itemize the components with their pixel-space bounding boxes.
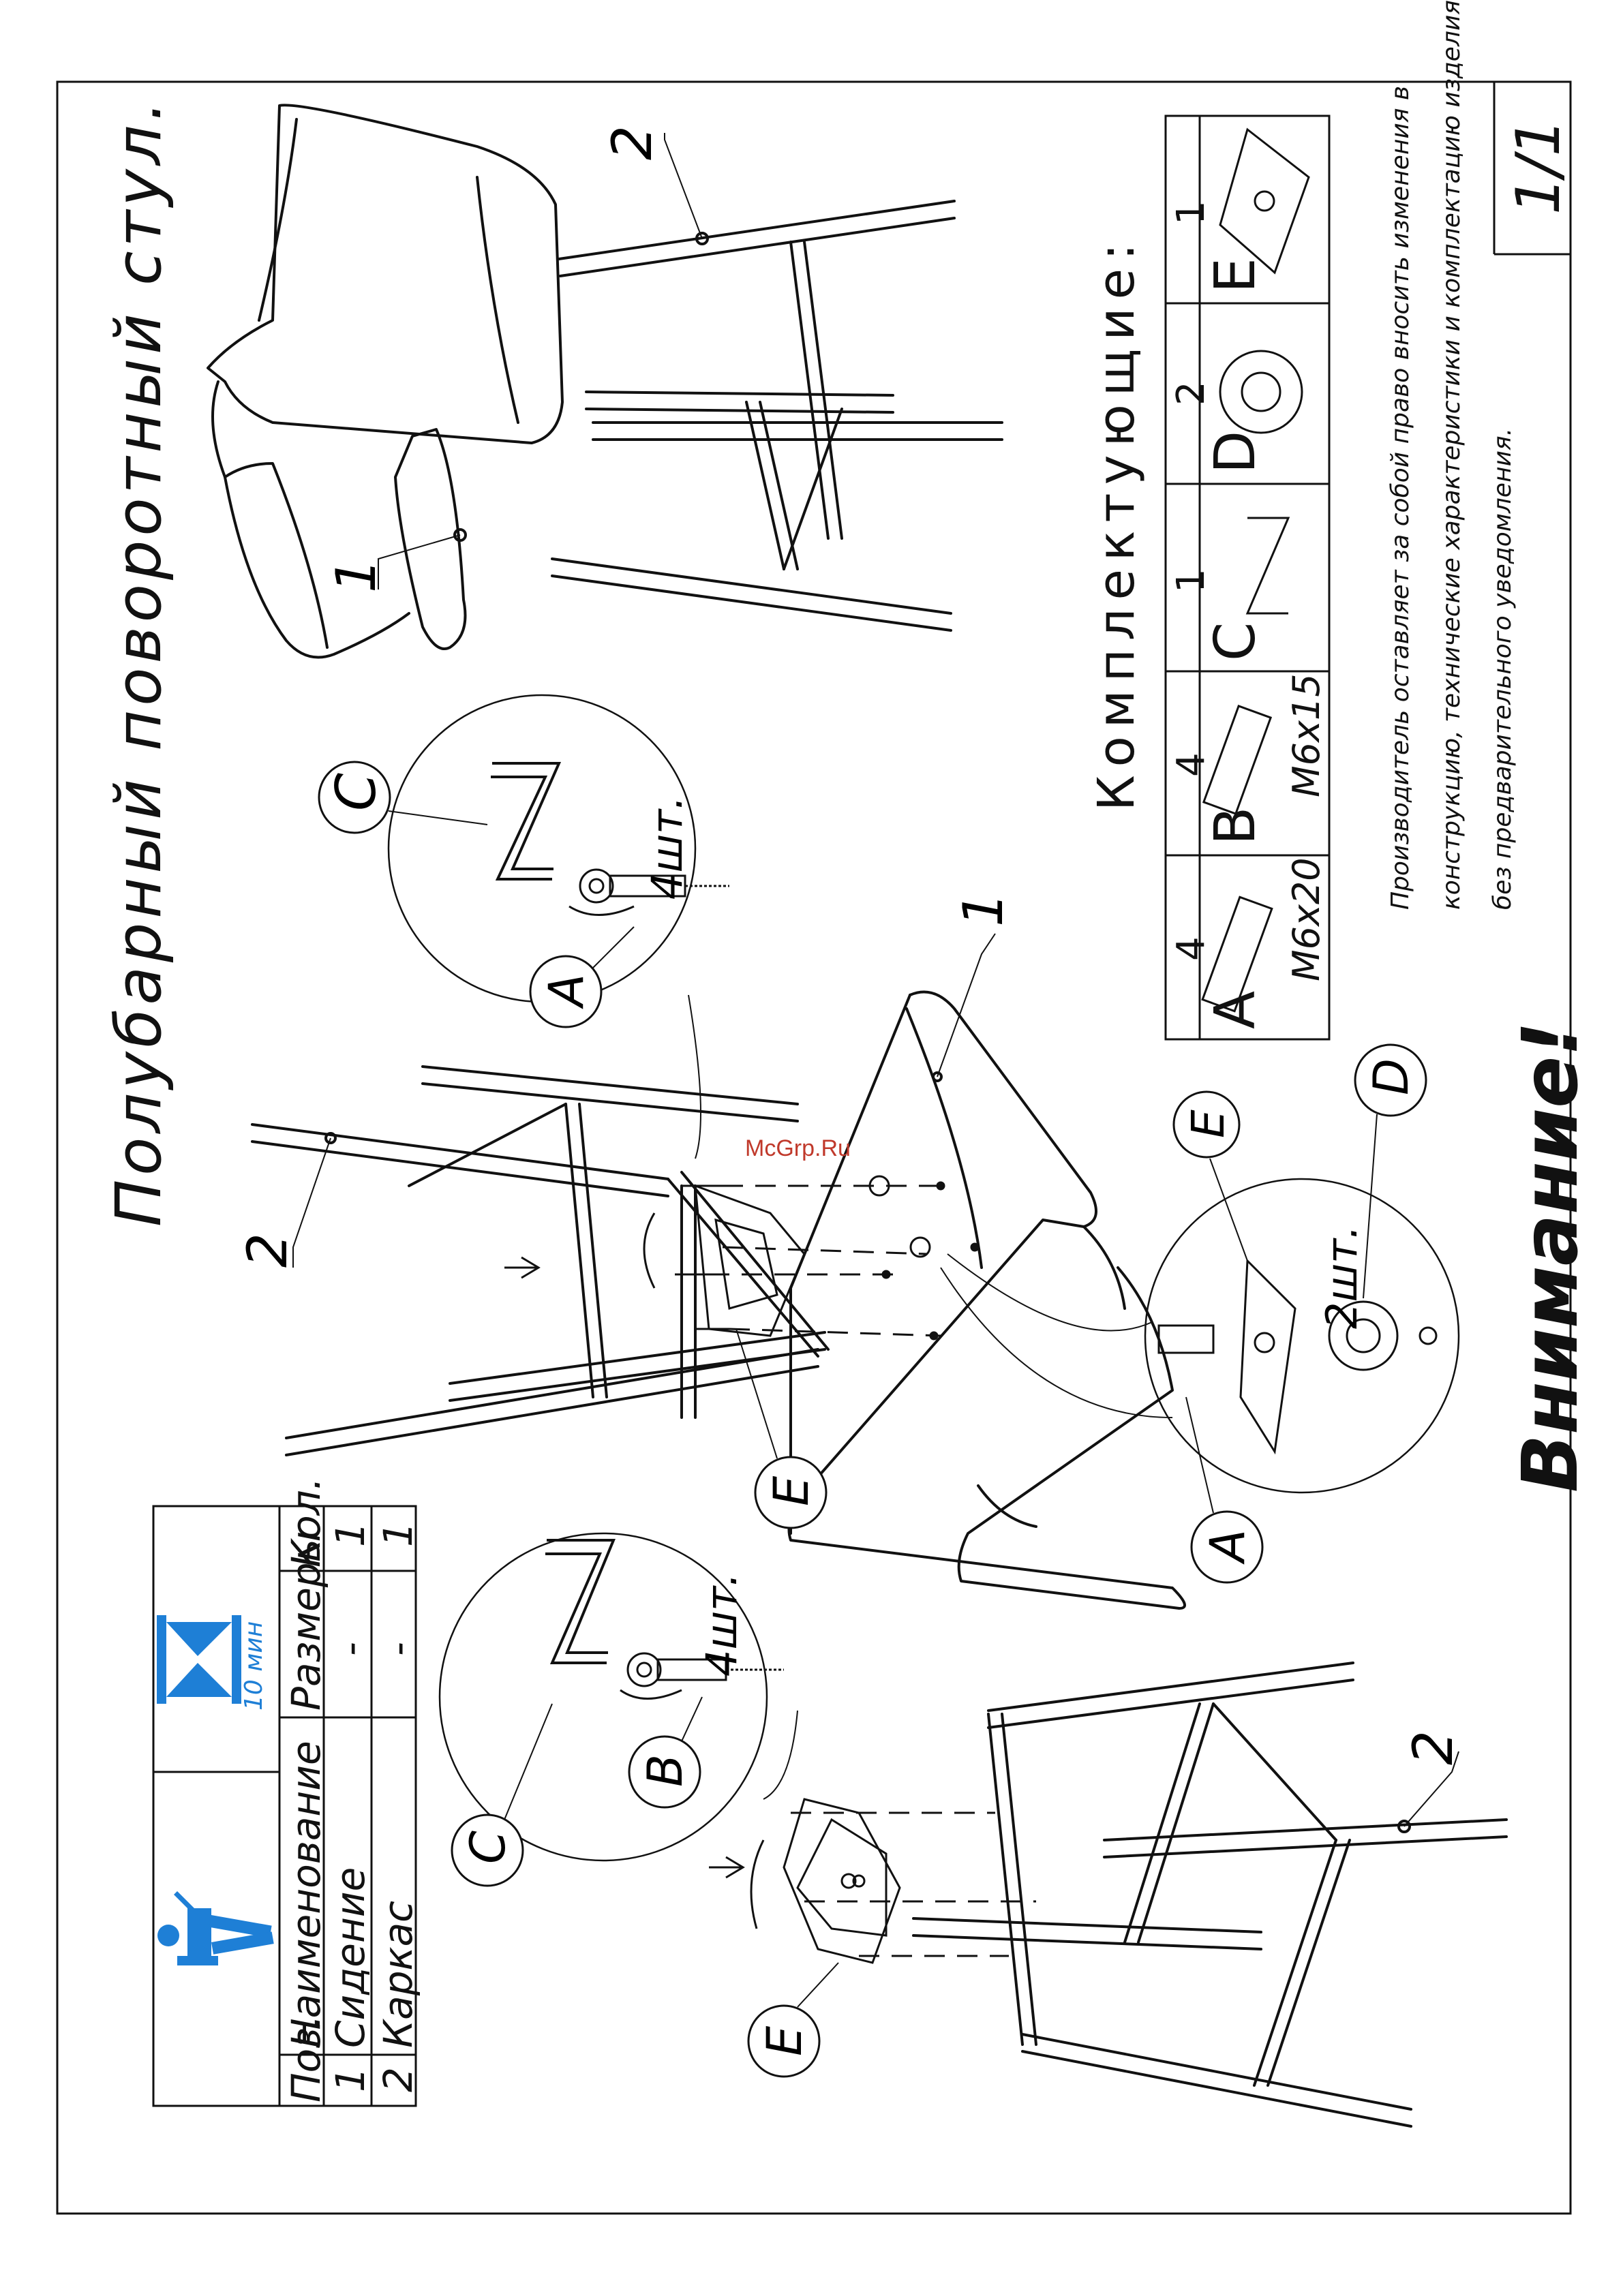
leader-A-top	[592, 926, 635, 968]
part2-leader-bottom	[1404, 1751, 1459, 1827]
detail-circle-right	[1144, 1178, 1460, 1494]
component-qty-E: 1	[1169, 200, 1213, 225]
component-letter-A: A	[1203, 990, 1268, 1029]
bolt-A-detail-top	[568, 868, 729, 916]
detail-connector-bottom	[763, 1710, 798, 1800]
person-icon	[157, 1891, 274, 1965]
callout-A-right: A	[1200, 1529, 1256, 1565]
callout-E-right: E	[1182, 1109, 1234, 1138]
callout-A-top: A	[539, 974, 594, 1009]
component-qty-D: 2	[1169, 381, 1213, 405]
bolt-B-detail-bottom	[620, 1652, 784, 1700]
callout-B-bottom: B	[637, 1754, 693, 1787]
seat-assembly-middle	[787, 990, 1186, 1610]
assembly-time: 10 мин	[240, 1621, 268, 1711]
component-qty-C: 1	[1169, 568, 1213, 593]
component-size-A: M6x20	[1285, 857, 1328, 981]
hourglass-icon	[157, 1615, 241, 1704]
page-number: 1/1	[1503, 118, 1573, 215]
leader-A-right	[1185, 1396, 1214, 1514]
component-qty-A: 4	[1169, 936, 1213, 961]
callout-C-top: C	[324, 773, 388, 811]
sheet-frame	[56, 80, 1572, 2215]
callout-circle-A-top	[529, 955, 603, 1028]
bolts-middle	[675, 1175, 980, 1341]
row2-size: -	[375, 1642, 421, 1656]
detail-qty-right: 2шт.	[1317, 1225, 1367, 1329]
manufacturer-note-line2: конструкцию, технические характеристики …	[1438, 0, 1466, 910]
callout-E-bottom: E	[757, 2025, 813, 2056]
assembled-chair-illustration	[207, 104, 1003, 659]
callout-circle-D-right	[1354, 1043, 1427, 1117]
leader-E-middle	[735, 1328, 778, 1459]
frame-inverted-middle	[251, 1065, 830, 1456]
part1-leader-middle	[937, 933, 996, 1077]
row2-name: Каркас	[375, 1901, 421, 2048]
header-qty: Кол.	[283, 1477, 329, 1567]
frame-bottom	[912, 1662, 1508, 2128]
components-heading: Комплектующие:	[1087, 235, 1146, 811]
detail-circle-bottom	[438, 1532, 768, 1862]
row2-qty: 1	[375, 1522, 421, 1547]
header-name: Наименование	[283, 1741, 329, 2048]
components-table	[1164, 114, 1331, 1041]
part2-label-top: 2	[601, 125, 664, 160]
row2-pos: 2	[375, 2067, 421, 2092]
component-qty-B: 4	[1169, 752, 1213, 777]
callout-circle-E-right	[1172, 1090, 1241, 1159]
manufacturer-note-line1: Производитель оставляет за собой право в…	[1386, 85, 1414, 910]
watermark-text: McGrp.Ru	[745, 1135, 851, 1161]
callout-E-middle: E	[763, 1475, 819, 1506]
part1-label-middle: 1	[952, 892, 1015, 927]
row1-name: Сидение	[327, 1867, 374, 2048]
part2-label-bottom: 2	[1401, 1730, 1465, 1765]
leader-C-top	[388, 810, 488, 825]
callout-D-right: D	[1363, 1058, 1419, 1095]
callout-circle-A-right	[1190, 1510, 1264, 1584]
component-letter-D: D	[1203, 430, 1268, 474]
detail-connector-right	[947, 1253, 1153, 1332]
rotate-arrows-bottom	[709, 1839, 765, 1929]
callout-circle-E-bottom	[747, 2004, 821, 2078]
callout-C-bottom: C	[460, 1831, 516, 1864]
component-letter-B: B	[1203, 806, 1268, 845]
leader-E-right	[1209, 1158, 1248, 1261]
leader-B-bottom	[681, 1696, 703, 1742]
component-illustrations	[1201, 127, 1310, 1013]
callout-circle-C-top	[318, 761, 391, 834]
row1-size: -	[327, 1642, 374, 1656]
part2-leader-top	[664, 133, 703, 239]
leader-D-right	[1363, 1114, 1378, 1299]
allen-key-C-detail-bottom	[545, 1539, 616, 1664]
parts-list-table	[152, 1505, 417, 2107]
component-letter-C: C	[1203, 622, 1268, 661]
component-size-B: M6x15	[1285, 673, 1328, 797]
callout-circle-E-middle	[754, 1456, 828, 1529]
row1-qty: 1	[327, 1522, 374, 1547]
detail-qty-top: 4шт.	[642, 796, 692, 900]
detail-right-parts	[1157, 1258, 1438, 1455]
manufacturer-note-line3: без предварительного уведомления.	[1489, 427, 1517, 910]
leader-E-bottom	[797, 1962, 839, 2008]
warning-heading: Внимание!	[1506, 1021, 1595, 1493]
swivel-plate-middle	[694, 1184, 806, 1337]
detail-connector-right-2	[940, 1267, 1173, 1418]
detail-qty-bottom: 4шт.	[697, 1573, 746, 1677]
page-title: Полубарный поворотный стул.	[102, 97, 175, 1227]
detail-connector-top	[688, 994, 701, 1159]
leader-C-bottom	[504, 1703, 553, 1820]
allen-key-C-detail-top	[491, 762, 562, 881]
part1-label-top: 1	[324, 558, 388, 593]
rotate-arrows-middle	[504, 1212, 656, 1289]
part2-leader-middle	[292, 1137, 331, 1268]
row1-pos: 1	[327, 2067, 374, 2092]
callout-circle-B-bottom	[628, 1735, 701, 1809]
swivel-plate-bottom	[783, 1798, 1036, 1964]
callout-circle-C-bottom	[451, 1813, 524, 1887]
part1-leader-top	[378, 534, 461, 590]
component-letter-E: E	[1203, 258, 1268, 293]
part2-label-middle: 2	[236, 1233, 299, 1268]
